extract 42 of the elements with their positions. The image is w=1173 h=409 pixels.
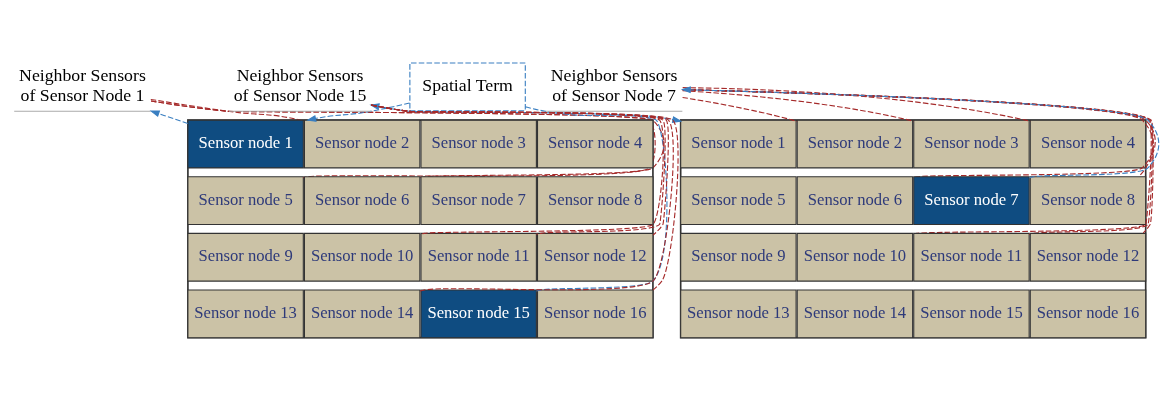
node-box: Sensor node 14 [796, 289, 914, 339]
node-box: Sensor node 8 [536, 176, 654, 226]
node-box: Sensor node 12 [536, 232, 654, 282]
node-text: Neighbor Sensors of Sensor Node 15 [233, 65, 367, 106]
node-box: Spatial Term [409, 62, 526, 112]
node-box: Sensor node 16 [1029, 289, 1147, 339]
node-text: Neighbor Sensors of Sensor Node 7 [550, 65, 678, 106]
node-box: Sensor node 1 [187, 119, 304, 169]
node-box: Sensor node 15 [420, 289, 537, 339]
node-box: Sensor node 5 [680, 176, 797, 226]
node-box: Sensor node 7 [913, 176, 1030, 226]
node-box: Sensor node 15 [913, 289, 1030, 339]
node-box: Sensor node 12 [1029, 232, 1147, 282]
node-box: Sensor node 4 [1029, 119, 1147, 169]
arrow [306, 102, 411, 122]
node-box: Sensor node 13 [187, 289, 304, 339]
node-box: Sensor node 7 [420, 176, 537, 226]
node-text: Neighbor Sensors of Sensor Node 1 [19, 65, 146, 106]
node-box: Sensor node 4 [536, 119, 654, 169]
node-box: Sensor node 11 [913, 232, 1030, 282]
node-box: Sensor node 6 [796, 176, 914, 226]
node-box: Sensor node 6 [303, 176, 421, 226]
node-box: Sensor node 11 [420, 232, 537, 282]
node-box: Sensor node 9 [187, 232, 304, 282]
node-box: Sensor node 3 [420, 119, 537, 169]
node-box: Sensor node 10 [796, 232, 914, 282]
node-box: Sensor node 8 [1029, 176, 1147, 226]
arrow [149, 110, 189, 124]
node-box: Sensor node 14 [303, 289, 421, 339]
node-box: Sensor node 3 [913, 119, 1030, 169]
node-box: Sensor node 5 [187, 176, 304, 226]
node-box: Sensor node 2 [796, 119, 914, 169]
node-box: Sensor node 1 [680, 119, 797, 169]
node-box: Sensor node 13 [680, 289, 797, 339]
connector [682, 87, 1031, 122]
node-box: Sensor node 10 [303, 232, 421, 282]
node-box: Sensor node 2 [303, 119, 421, 169]
connector [682, 90, 915, 122]
connector [682, 96, 798, 122]
node-box: Sensor node 9 [680, 232, 797, 282]
node-box: Sensor node 16 [536, 289, 654, 339]
arrow [524, 106, 683, 123]
